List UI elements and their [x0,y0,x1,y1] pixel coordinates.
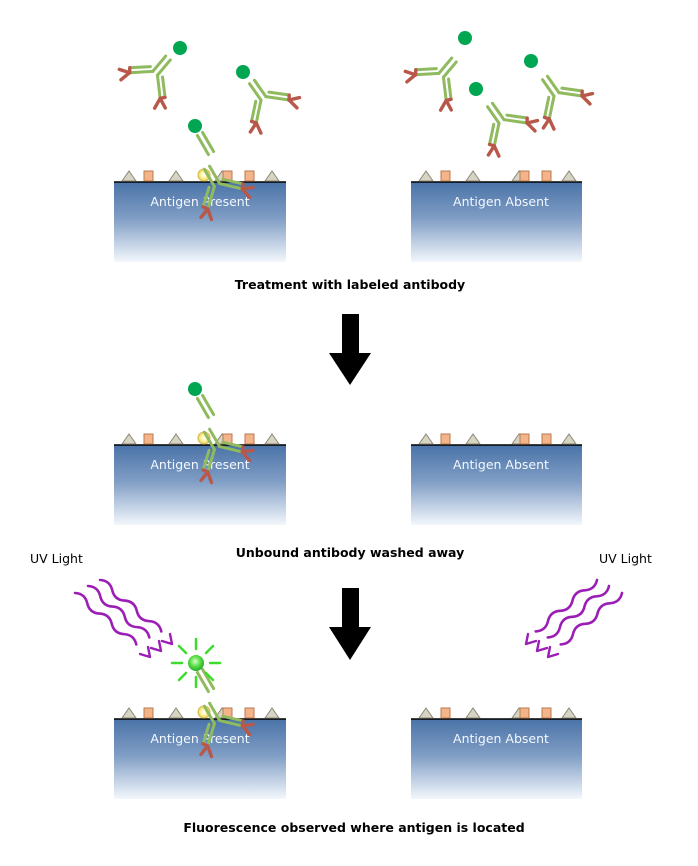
block-label-absent: Antigen Absent [453,457,549,472]
fluorescent-label [173,41,187,55]
uv-light-waves-left [71,576,174,659]
fluorescent-label [188,655,204,671]
caption-step-2: Unbound antibody washed away [236,545,465,560]
caption-step-3: Fluorescence observed where antigen is l… [183,820,524,835]
uv-light-waves-right [524,576,626,659]
antigen-absent-block: Antigen Absent [411,444,582,525]
fluorescent-label [236,65,250,79]
stage-2: Antigen Present Antigen Absent Unbound a… [114,382,582,560]
down-arrow [329,314,371,385]
antigen-present-block: Antigen Present [114,444,286,525]
caption-step-1: Treatment with labeled antibody [235,277,465,292]
uv-light-label-left: UV Light [30,551,83,566]
free-antibody [463,86,544,163]
block-label-present: Antigen Present [150,194,249,209]
stage-1: Antigen Present Antigen Absent [113,31,599,292]
block-label-absent: Antigen Absent [453,731,549,746]
uv-light-label-right: UV Light [599,551,652,566]
down-arrow [329,588,371,660]
antigen-absent-block: Antigen Absent [411,718,582,799]
fluorescent-label [188,119,202,133]
block-label-present: Antigen Present [150,457,249,472]
block-label-present: Antigen Present [150,731,249,746]
antigen-present-block: Antigen Present [114,181,286,262]
free-antibody [399,39,479,117]
block-label-absent: Antigen Absent [453,194,549,209]
fluorescent-label [458,31,472,45]
antigen-present-block: Antigen Present [114,718,286,799]
fluorescence-glow [170,637,222,689]
antigen-absent-block: Antigen Absent [411,181,582,262]
fluorescent-label [188,382,202,396]
stage-3: Antigen Present [114,637,582,835]
fluorescent-label [524,54,538,68]
fluorescent-label [469,82,483,96]
